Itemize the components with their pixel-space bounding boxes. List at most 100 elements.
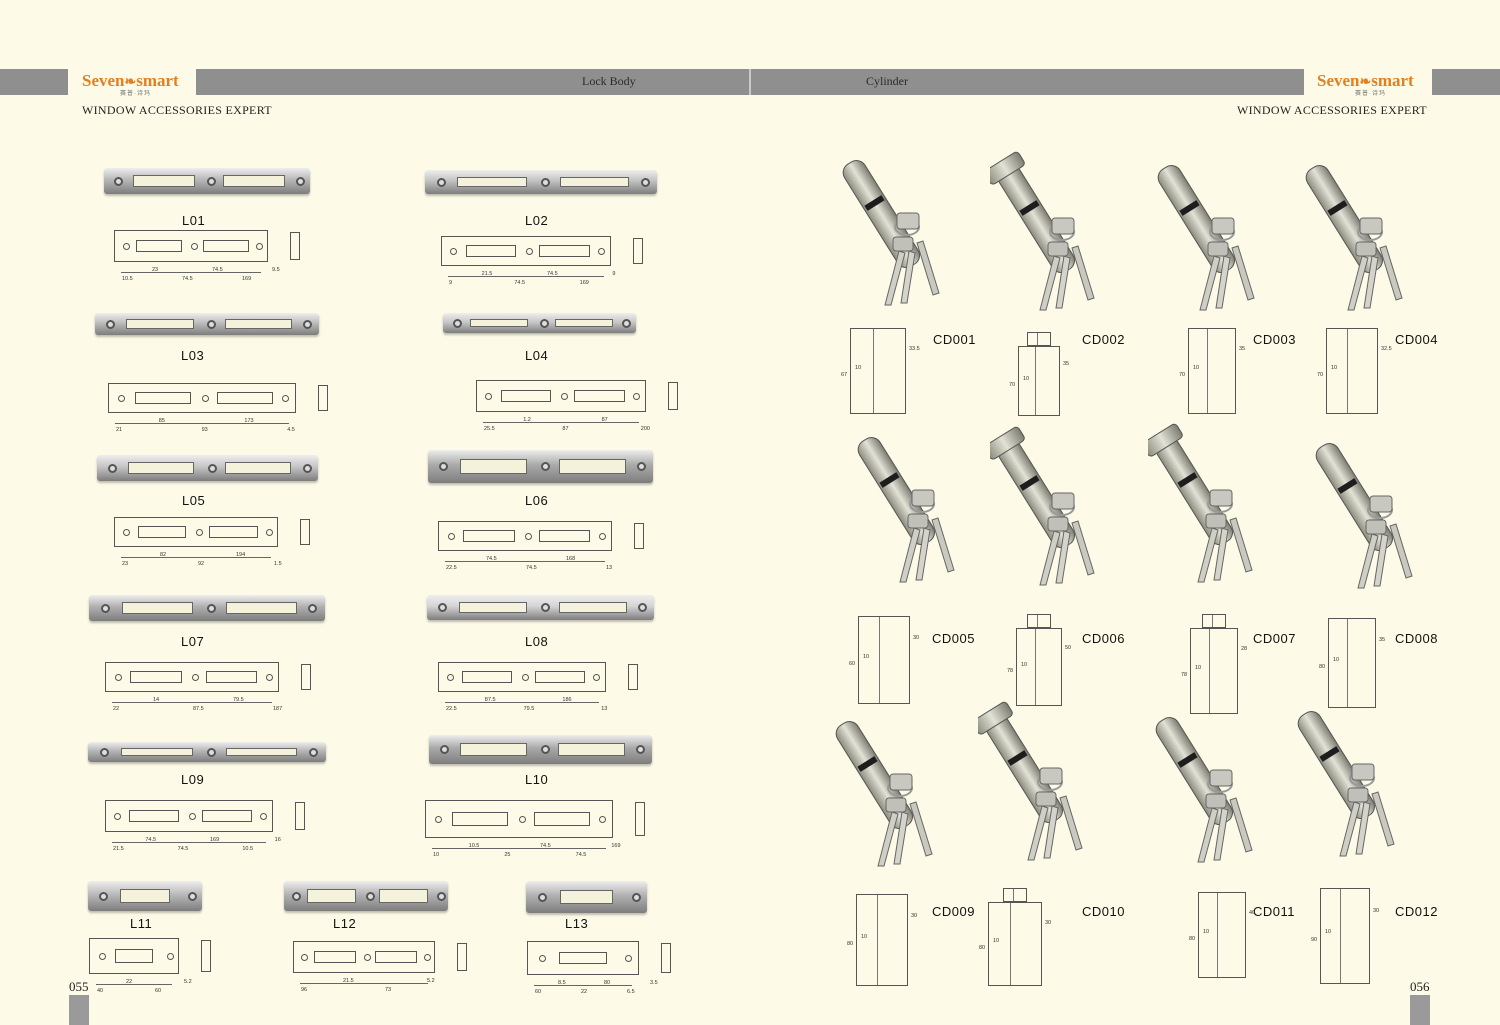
dimension-value: 80 bbox=[604, 980, 611, 986]
cylinder-code: CD001 bbox=[933, 332, 976, 347]
drawing-hole bbox=[167, 952, 175, 960]
lock-body-side-view bbox=[661, 943, 671, 973]
lock-body-screw-hole bbox=[539, 318, 549, 328]
key-bunch bbox=[1027, 767, 1083, 861]
dimension-value: 9 bbox=[612, 271, 616, 277]
dimension-value: 21 bbox=[116, 427, 123, 433]
lock-body-drawing bbox=[293, 941, 435, 984]
cylinder-photo bbox=[984, 150, 1100, 320]
lock-body-code: L09 bbox=[181, 772, 205, 787]
drawing-hole bbox=[525, 532, 532, 540]
dimension-value: 93 bbox=[201, 427, 208, 433]
dimension-value: 21.5 bbox=[481, 271, 493, 277]
lock-body-slot bbox=[459, 459, 527, 474]
dimension-value: 40 bbox=[97, 988, 104, 994]
dimension-line bbox=[112, 702, 272, 703]
drawing-hole bbox=[424, 953, 432, 961]
lock-body-photo bbox=[429, 735, 652, 764]
dimension-value: 1.5 bbox=[274, 561, 282, 567]
drawing-hole bbox=[598, 532, 606, 540]
section-title-cylinder: Cylinder bbox=[866, 74, 908, 88]
lock-body-side-view bbox=[635, 802, 645, 836]
cylinder-code: CD012 bbox=[1395, 904, 1438, 919]
drawing-hole bbox=[435, 815, 443, 823]
cylinder-photo bbox=[1308, 428, 1418, 598]
drawing-hole bbox=[624, 954, 632, 962]
dimension-value: 79.5 bbox=[233, 697, 244, 703]
lock-body-photo bbox=[104, 168, 310, 194]
brand-name-part-2: smart bbox=[1371, 71, 1414, 90]
drawing-hole bbox=[539, 954, 546, 962]
cylinder-illustration bbox=[1142, 423, 1253, 583]
dimension-line bbox=[300, 983, 428, 984]
lock-body-slot bbox=[126, 319, 194, 329]
dimension-value: 30 bbox=[911, 913, 918, 920]
cylinder-photo bbox=[1142, 422, 1258, 592]
brand-name-part-1: Seven bbox=[1317, 71, 1360, 90]
dimension-value: 25 bbox=[504, 852, 511, 858]
lock-body-screw-hole bbox=[452, 318, 462, 328]
cylinder-photo bbox=[835, 145, 945, 315]
lock-body-slot bbox=[122, 602, 193, 614]
cylinder-photo bbox=[1150, 150, 1260, 320]
lock-body-side-view bbox=[301, 664, 311, 690]
cylinder-illustration bbox=[1297, 711, 1395, 857]
lock-body-code: L11 bbox=[130, 916, 153, 931]
cylinder-illustration bbox=[972, 701, 1083, 861]
dimension-value: 169 bbox=[210, 837, 220, 843]
dimension-value: 82 bbox=[160, 552, 167, 558]
dimension-value: 74.5 bbox=[514, 280, 526, 286]
lock-body-screw-hole bbox=[538, 892, 548, 902]
dimension-value: 60 bbox=[849, 661, 856, 667]
lock-body-photo bbox=[284, 881, 448, 911]
lock-body-photo bbox=[95, 313, 319, 335]
lock-body-drawing bbox=[425, 800, 613, 849]
cylinder-illustration bbox=[857, 437, 955, 583]
key-bunch bbox=[1339, 763, 1395, 857]
dimension-line bbox=[445, 561, 605, 562]
dimension-value: 10.5 bbox=[468, 843, 480, 849]
drawing-slot bbox=[129, 810, 180, 822]
brand-swoosh-icon: ❧ bbox=[1359, 75, 1372, 90]
dimension-value: 169 bbox=[611, 843, 621, 849]
page-tab-left bbox=[69, 995, 89, 1025]
dimension-value: 35 bbox=[1063, 361, 1070, 367]
lock-body-screw-hole bbox=[636, 745, 646, 754]
cylinder-code: CD002 bbox=[1082, 332, 1125, 347]
drawing-hole bbox=[447, 532, 455, 540]
dimension-value: 87.5 bbox=[193, 706, 204, 712]
dimension-value: 8.5 bbox=[558, 980, 566, 986]
lock-body-screw-hole bbox=[366, 891, 375, 901]
cylinder-code: CD004 bbox=[1395, 332, 1438, 347]
dimension-line bbox=[115, 423, 289, 424]
lock-body-code: L04 bbox=[525, 348, 549, 363]
lock-body-slot bbox=[127, 462, 195, 474]
drawing-hole bbox=[450, 247, 458, 255]
logo-backdrop-left bbox=[68, 69, 196, 95]
lock-body-side-view bbox=[633, 238, 643, 264]
dimension-line bbox=[121, 272, 261, 273]
cylinder-illustration bbox=[1157, 165, 1255, 311]
dimension-value: 87 bbox=[601, 417, 608, 423]
lock-body-screw-hole bbox=[207, 176, 216, 186]
cylinder-body bbox=[972, 701, 1064, 824]
cylinder-illustration bbox=[842, 160, 940, 306]
lock-body-side-view bbox=[457, 943, 467, 971]
dimension-value: 10 bbox=[1333, 656, 1340, 663]
dimension-value: 22 bbox=[126, 979, 133, 985]
key-bunch bbox=[1347, 217, 1403, 311]
drawing-hole bbox=[122, 242, 130, 250]
lock-body-slot bbox=[225, 462, 292, 474]
lock-body-side-view bbox=[300, 519, 310, 545]
drawing-hole bbox=[118, 394, 126, 402]
lock-body-slot bbox=[306, 889, 357, 903]
drawing-slot bbox=[216, 392, 273, 404]
brand-swoosh-icon: ❧ bbox=[124, 75, 137, 90]
lock-body-screw-hole bbox=[302, 463, 312, 473]
lock-body-slot bbox=[224, 319, 293, 329]
dimension-value: 74.5 bbox=[526, 565, 537, 571]
drawing-slot bbox=[205, 671, 258, 683]
